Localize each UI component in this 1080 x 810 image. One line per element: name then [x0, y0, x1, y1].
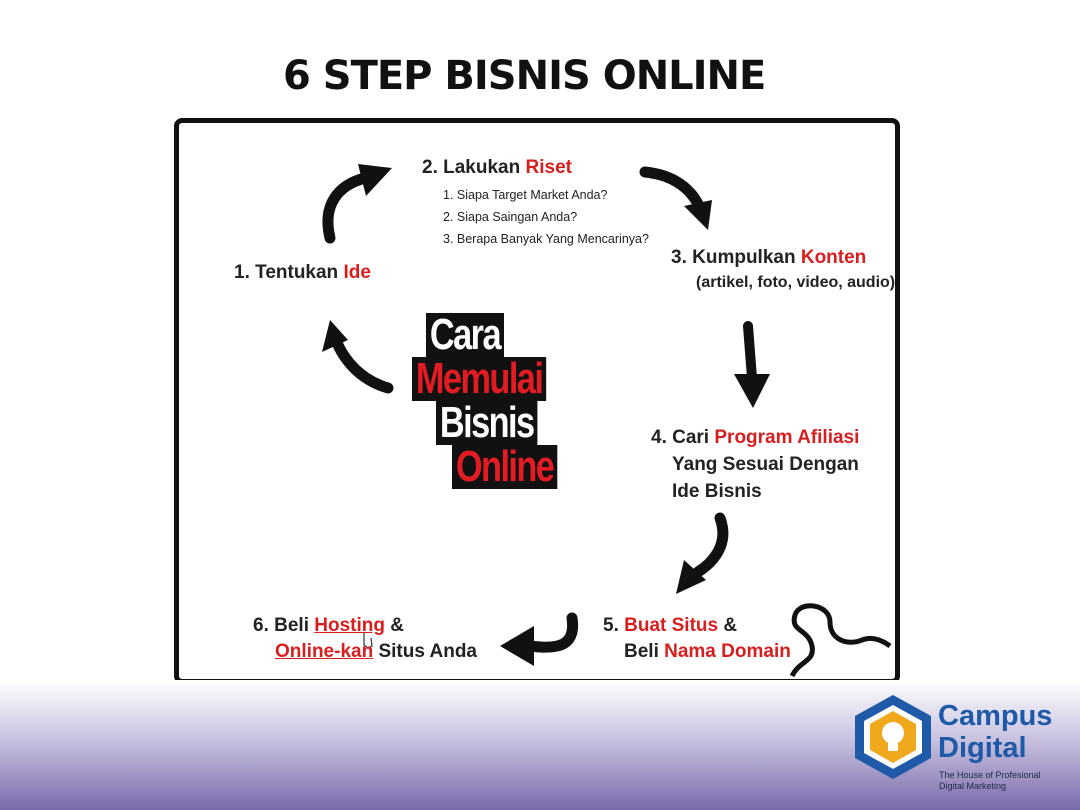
logo-name-line1: Campus: [938, 700, 1053, 732]
center-word-bisnis: Bisnis: [436, 401, 538, 445]
center-word-memulai: Memulai: [412, 357, 547, 401]
step-2-highlight: Riset: [525, 157, 572, 178]
step-5: 5. Buat Situs &: [603, 613, 737, 639]
slide-title: 6 step Bisnis online: [283, 53, 766, 99]
step-2-questions: 1. Siapa Target Market Anda? 2. Siapa Sa…: [443, 184, 649, 250]
step-1-highlight: Ide: [343, 262, 371, 283]
step-4: 4. Cari Program Afiliasi: [651, 425, 859, 451]
step-5-line2: Beli Nama Domain: [624, 639, 791, 665]
step-5-highlight: Buat Situs: [624, 615, 719, 636]
step-5-line2-highlight: Nama Domain: [664, 641, 791, 662]
step-4-line3: Ide Bisnis: [672, 481, 762, 502]
step-6-line2: Online-kan Situs Anda: [275, 639, 477, 665]
arrow-step4-to-step5-icon: [676, 512, 729, 594]
arrow-step2-to-step3-icon: [639, 166, 712, 230]
step-1-label: 1. Tentukan: [234, 262, 344, 283]
step-1: 1. Tentukan Ide: [234, 260, 371, 286]
step-2-label: 2. Lakukan: [422, 157, 526, 178]
step-3-highlight: Konten: [800, 247, 867, 268]
step-5-label: 5.: [603, 615, 625, 636]
step-2: 2. Lakukan Riset: [422, 155, 572, 181]
step-6-line2-highlight: Online-kan: [275, 641, 374, 662]
step-4-line2: Yang Sesuai Dengan: [672, 454, 859, 475]
step-6-line2-label: Situs Anda: [373, 641, 477, 662]
step-2-question: 3. Berapa Banyak Yang Mencarinya?: [443, 232, 649, 246]
arrow-step1-to-step2-icon: [322, 164, 392, 244]
step-4-label: 4. Cari: [651, 427, 715, 448]
step-3-note: (artikel, foto, video, audio): [696, 274, 896, 291]
logo-name-line2: Digital: [938, 732, 1027, 764]
step-2-question: 2. Siapa Saingan Anda?: [443, 210, 578, 224]
step-6-highlight: Hosting: [314, 615, 385, 636]
arrow-step5-to-step6-icon: [500, 612, 579, 666]
step-4-highlight: Program Afiliasi: [714, 427, 860, 448]
step-6-label: 6. Beli: [253, 615, 315, 636]
center-word-online: Online: [452, 445, 558, 489]
campus-digital-logo-icon: [855, 695, 931, 779]
step-6: 6. Beli Hosting &: [253, 613, 404, 639]
logo-tagline: The House of Profesional Digital Marketi…: [939, 770, 1041, 791]
step-5-suffix: &: [718, 615, 738, 636]
arrow-step6-to-step1-icon: [322, 320, 394, 394]
step-3-label: 3. Kumpulkan: [671, 247, 801, 268]
arrow-step3-to-step4-icon: [734, 321, 770, 408]
center-title-block: Cara Memulai Bisnis Online: [412, 313, 597, 489]
step-3: 3. Kumpulkan Konten: [671, 245, 866, 271]
puzzle-notch-icon: [789, 603, 892, 678]
step-6-suffix: &: [384, 615, 404, 636]
step-5-line2-label: Beli: [624, 641, 665, 662]
center-word-cara: Cara: [426, 313, 504, 357]
hand-cursor-icon: [363, 632, 373, 649]
step-2-question: 1. Siapa Target Market Anda?: [443, 188, 608, 202]
